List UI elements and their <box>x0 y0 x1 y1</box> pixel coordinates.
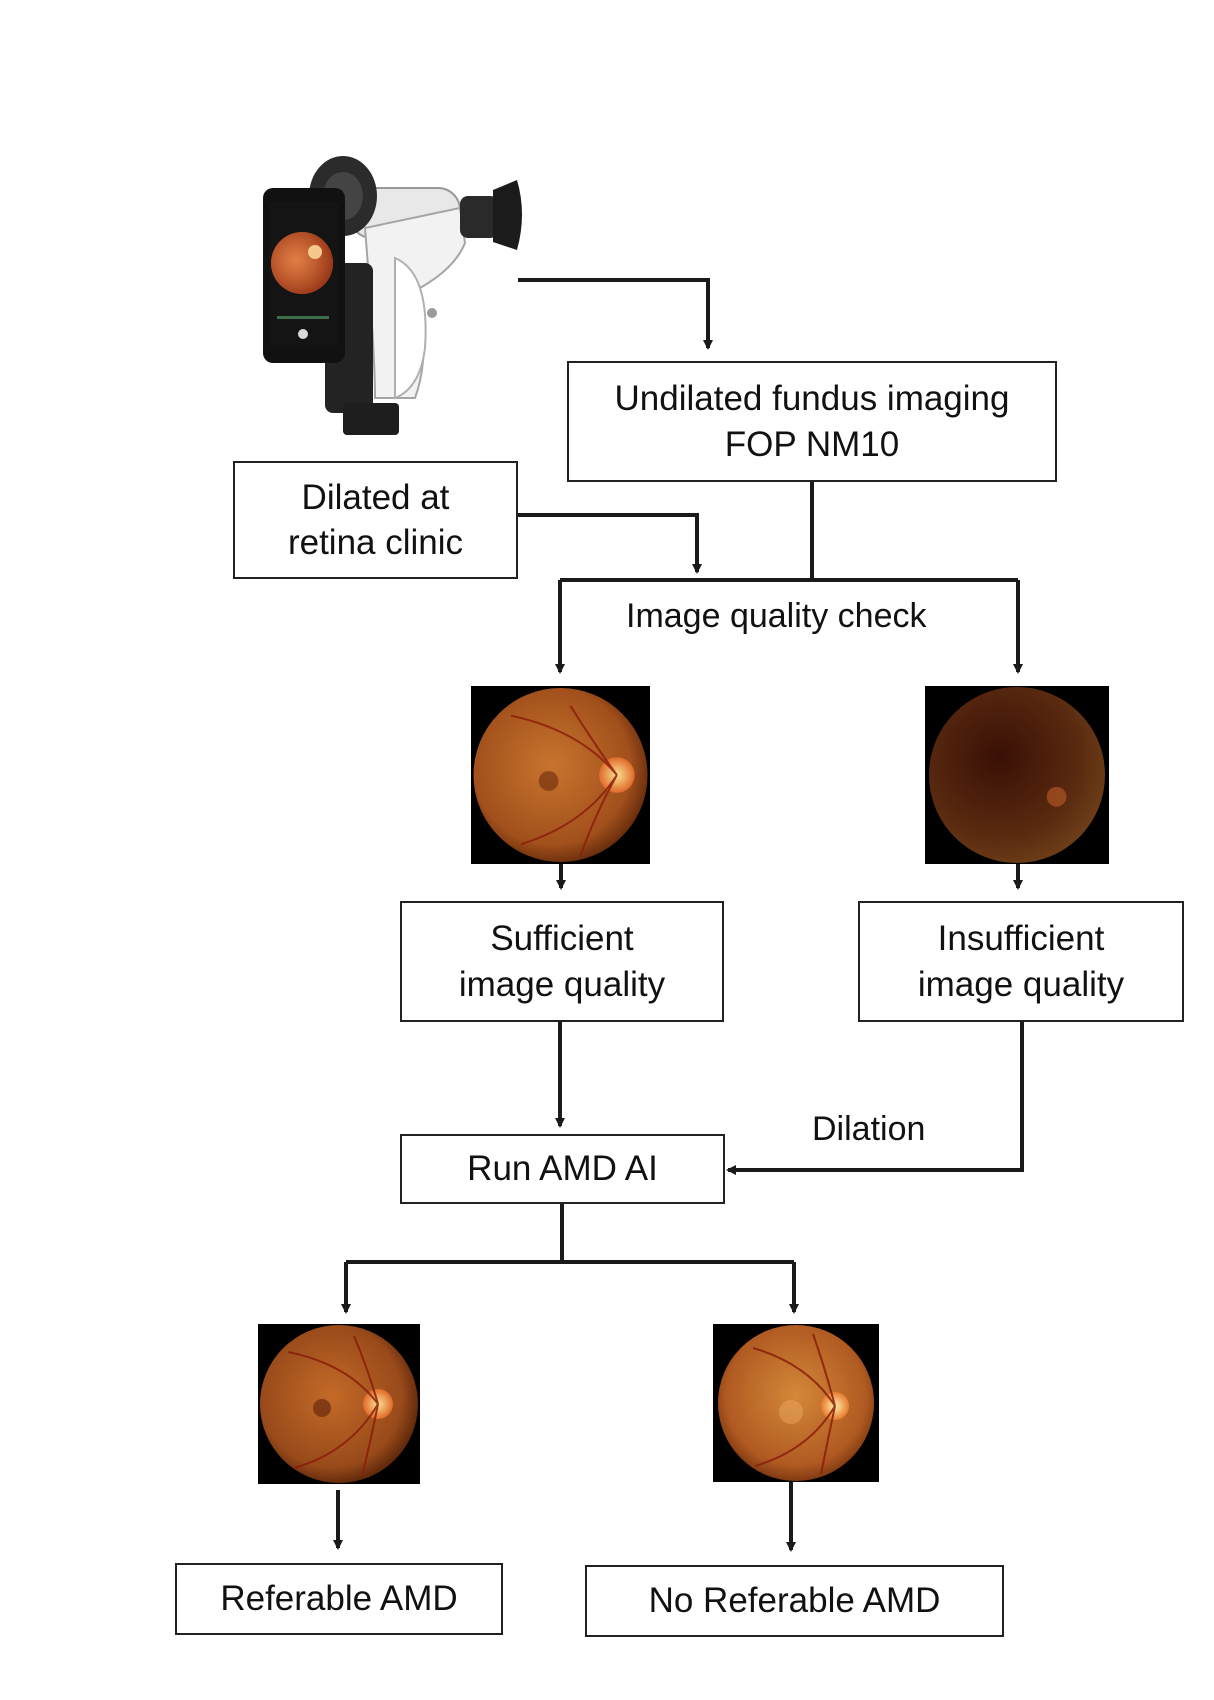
sufficient-quality-box: Sufficient image quality <box>400 901 724 1022</box>
insufficient-quality-line2: image quality <box>917 964 1125 1004</box>
dilation-label: Dilation <box>812 1110 926 1148</box>
poor-quality-fundus-photo <box>925 686 1109 864</box>
referable-amd-fundus-photo <box>258 1324 420 1484</box>
edge-device-to-undilated <box>518 278 713 350</box>
run-amd-ai-label: Run AMD AI <box>467 1149 658 1189</box>
referable-amd-label: Referable AMD <box>220 1579 458 1619</box>
insufficient-quality-box: Insufficient image quality <box>858 901 1184 1022</box>
handheld-fundus-camera-illustration <box>263 156 522 435</box>
no-referable-amd-fundus-photo <box>713 1324 879 1482</box>
edge-insufficient-dilation <box>726 1022 1024 1175</box>
dilated-clinic-line1: Dilated at <box>301 477 450 517</box>
image-quality-check-label: Image quality check <box>626 597 927 635</box>
no-referable-amd-box: No Referable AMD <box>585 1565 1004 1637</box>
undilated-imaging-box: Undilated fundus imaging FOP NM10 <box>567 361 1057 482</box>
undilated-imaging-line2: FOP NM10 <box>724 424 900 464</box>
referable-amd-box: Referable AMD <box>175 1563 503 1635</box>
sufficient-quality-line1: Sufficient <box>490 919 634 958</box>
dilated-clinic-box: Dilated at retina clinic <box>233 461 518 579</box>
dilated-clinic-line2: retina clinic <box>287 523 464 562</box>
good-quality-fundus-photo <box>471 686 650 864</box>
undilated-imaging-line1: Undilated fundus imaging <box>614 379 1010 418</box>
no-referable-amd-label: No Referable AMD <box>648 1581 941 1621</box>
edge-dilated-to-check <box>518 513 702 574</box>
run-amd-ai-box: Run AMD AI <box>400 1134 725 1204</box>
sufficient-quality-line2: image quality <box>458 964 666 1004</box>
insufficient-quality-line1: Insufficient <box>937 919 1105 958</box>
